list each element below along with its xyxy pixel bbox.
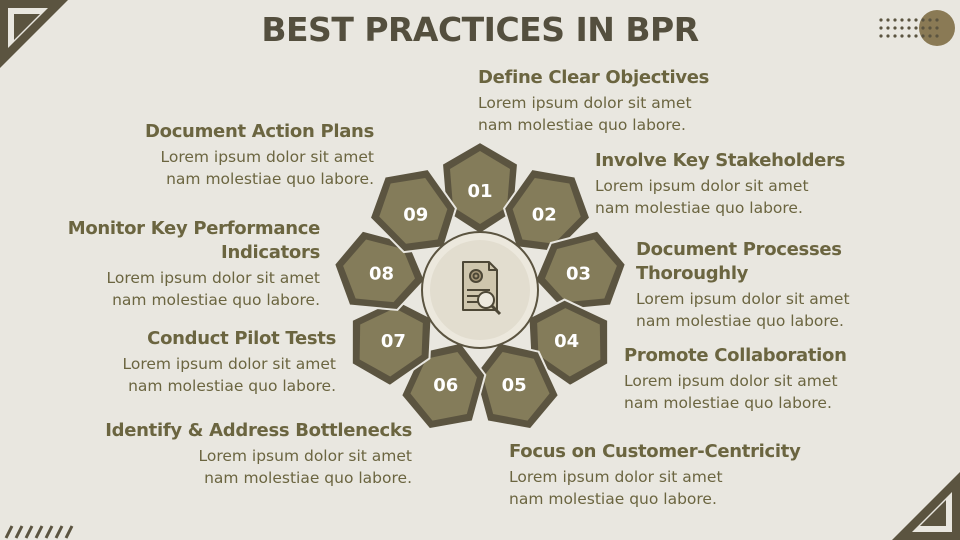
item-09-text: Document Action Plans Lorem ipsum dolor … [74, 120, 374, 190]
item-05-title: Focus on Customer-Centricity [509, 441, 801, 462]
page-title: BEST PRACTICES IN BPR [261, 10, 699, 49]
petal-05: 05 [473, 341, 560, 431]
petal-02: 02 [503, 168, 592, 254]
petal-03-fill [544, 239, 617, 303]
item-02-desc: Lorem ipsum dolor sit amet nam molestiae… [595, 177, 809, 217]
petal-06-fill [410, 352, 477, 421]
item-06-text: Identify & Address Bottlenecks Lorem ips… [52, 419, 412, 489]
petal-03-number: 03 [566, 264, 591, 285]
item-04-desc: Lorem ipsum dolor sit amet nam molestiae… [624, 372, 838, 412]
item-01-title: Define Clear Objectives [478, 67, 710, 88]
item-04-text: Promote Collaboration Lorem ipsum dolor … [624, 344, 924, 414]
item-01-desc: Lorem ipsum dolor sit amet nam molestiae… [478, 94, 692, 134]
petal-06-number: 06 [433, 375, 458, 396]
item-02-text: Involve Key Stakeholders Lorem ipsum dol… [595, 149, 895, 219]
petal-01-number: 01 [467, 181, 492, 202]
item-02-title: Involve Key Stakeholders [595, 150, 846, 171]
top-right-dot-grid [879, 18, 939, 38]
petal-01: 01 [441, 141, 519, 235]
petal-07-number: 07 [381, 331, 406, 352]
petal-05-fill [483, 352, 550, 421]
petal-03: 03 [534, 229, 627, 311]
petal-02-number: 02 [532, 204, 557, 225]
petal-09-number: 09 [403, 204, 428, 225]
item-07-desc: Lorem ipsum dolor sit amet nam molestiae… [122, 355, 336, 395]
item-08-title: Monitor Key Performance Indicators [67, 218, 321, 263]
bottom-left-stripes [4, 525, 74, 539]
petal-04-number: 04 [554, 331, 579, 352]
item-03-desc: Lorem ipsum dolor sit amet nam molestiae… [636, 290, 850, 330]
item-06-title: Identify & Address Bottlenecks [105, 420, 412, 441]
document-gear-magnifier-icon [462, 261, 502, 316]
item-08-text: Monitor Key Performance Indicators Lorem… [40, 217, 321, 311]
item-01-text: Define Clear Objectives Lorem ipsum dolo… [478, 66, 778, 136]
item-06-desc: Lorem ipsum dolor sit amet nam molestiae… [198, 447, 412, 487]
item-07-title: Conduct Pilot Tests [147, 328, 336, 349]
petal-04-fill [537, 308, 601, 377]
petal-02-fill [512, 178, 581, 244]
petal-08-fill [343, 239, 416, 303]
item-05-text: Focus on Customer-Centricity Lorem ipsum… [509, 440, 849, 510]
petal-09: 09 [368, 168, 457, 254]
item-07-text: Conduct Pilot Tests Lorem ipsum dolor si… [36, 327, 336, 397]
petal-09-fill [379, 178, 448, 244]
petal-08-number: 08 [369, 264, 394, 285]
item-08-desc: Lorem ipsum dolor sit amet nam molestiae… [106, 269, 320, 309]
petal-05-number: 05 [502, 375, 527, 396]
petal-07: 07 [350, 298, 433, 387]
petal-01-fill [450, 151, 510, 224]
item-09-title: Document Action Plans [144, 121, 374, 142]
top-left-corner-triangle [0, 0, 68, 68]
item-03-text: Document Processes Thoroughly Lorem ipsu… [636, 238, 896, 332]
bottom-right-corner-triangle [892, 472, 960, 540]
petal-04: 04 [527, 298, 610, 387]
item-05-desc: Lorem ipsum dolor sit amet nam molestiae… [509, 468, 723, 508]
item-09-desc: Lorem ipsum dolor sit amet nam molestiae… [160, 148, 374, 188]
petal-07-fill [359, 308, 423, 377]
item-04-title: Promote Collaboration [624, 345, 847, 366]
item-03-title: Document Processes Thoroughly [636, 239, 842, 284]
